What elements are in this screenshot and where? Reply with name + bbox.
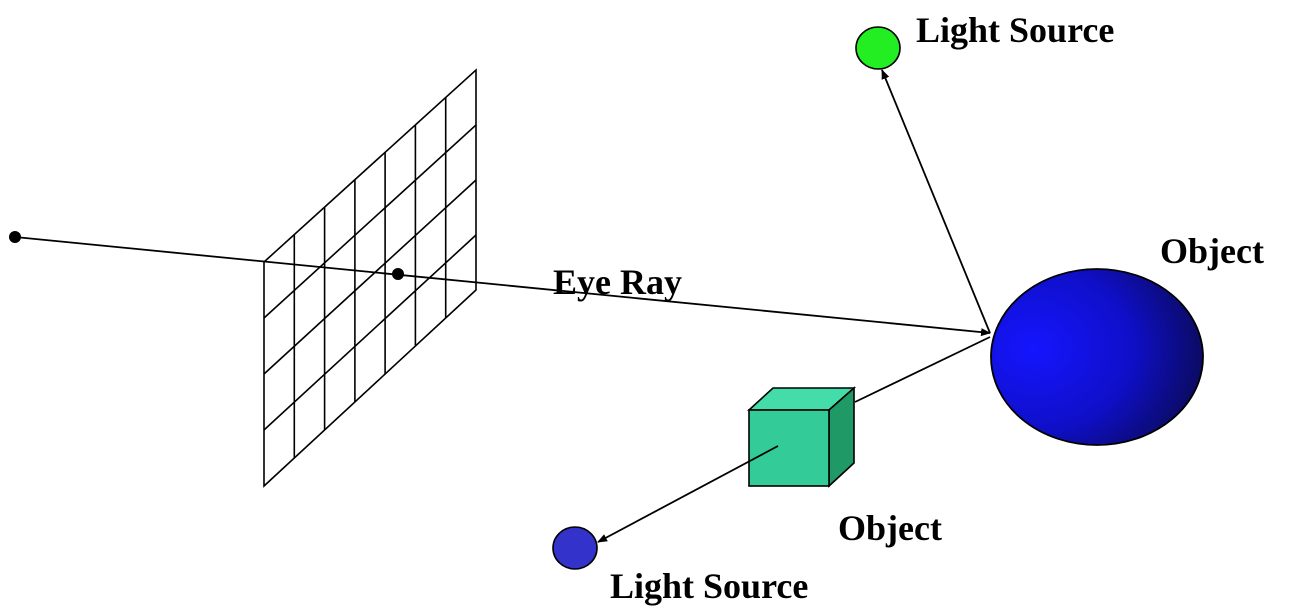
grid-line <box>263 234 477 431</box>
light-source-top <box>855 26 901 70</box>
grid-line <box>263 179 477 375</box>
cube-object <box>746 386 857 488</box>
label-eye-ray: Eye Ray <box>553 262 682 302</box>
light-source-bottom <box>552 526 598 570</box>
label-object-cube: Object <box>838 508 942 548</box>
shadow-ray-bottom-arrow <box>597 445 779 543</box>
pixel-point <box>392 268 404 280</box>
eye-point <box>9 231 21 243</box>
sphere-object <box>990 268 1204 446</box>
label-light-source-bottom: Light Source <box>610 566 808 606</box>
label-light-source-top: Light Source <box>916 10 1114 50</box>
label-object-sphere: Object <box>1160 231 1264 271</box>
shadow-ray-top-arrow <box>881 69 991 334</box>
eye-ray-arrow <box>14 236 991 337</box>
cube-front-face <box>748 409 830 487</box>
shadow-ray-to-cube <box>854 336 991 403</box>
grid-outline <box>263 68 477 488</box>
image-plane-grid <box>263 68 477 488</box>
grid-line <box>263 124 477 319</box>
